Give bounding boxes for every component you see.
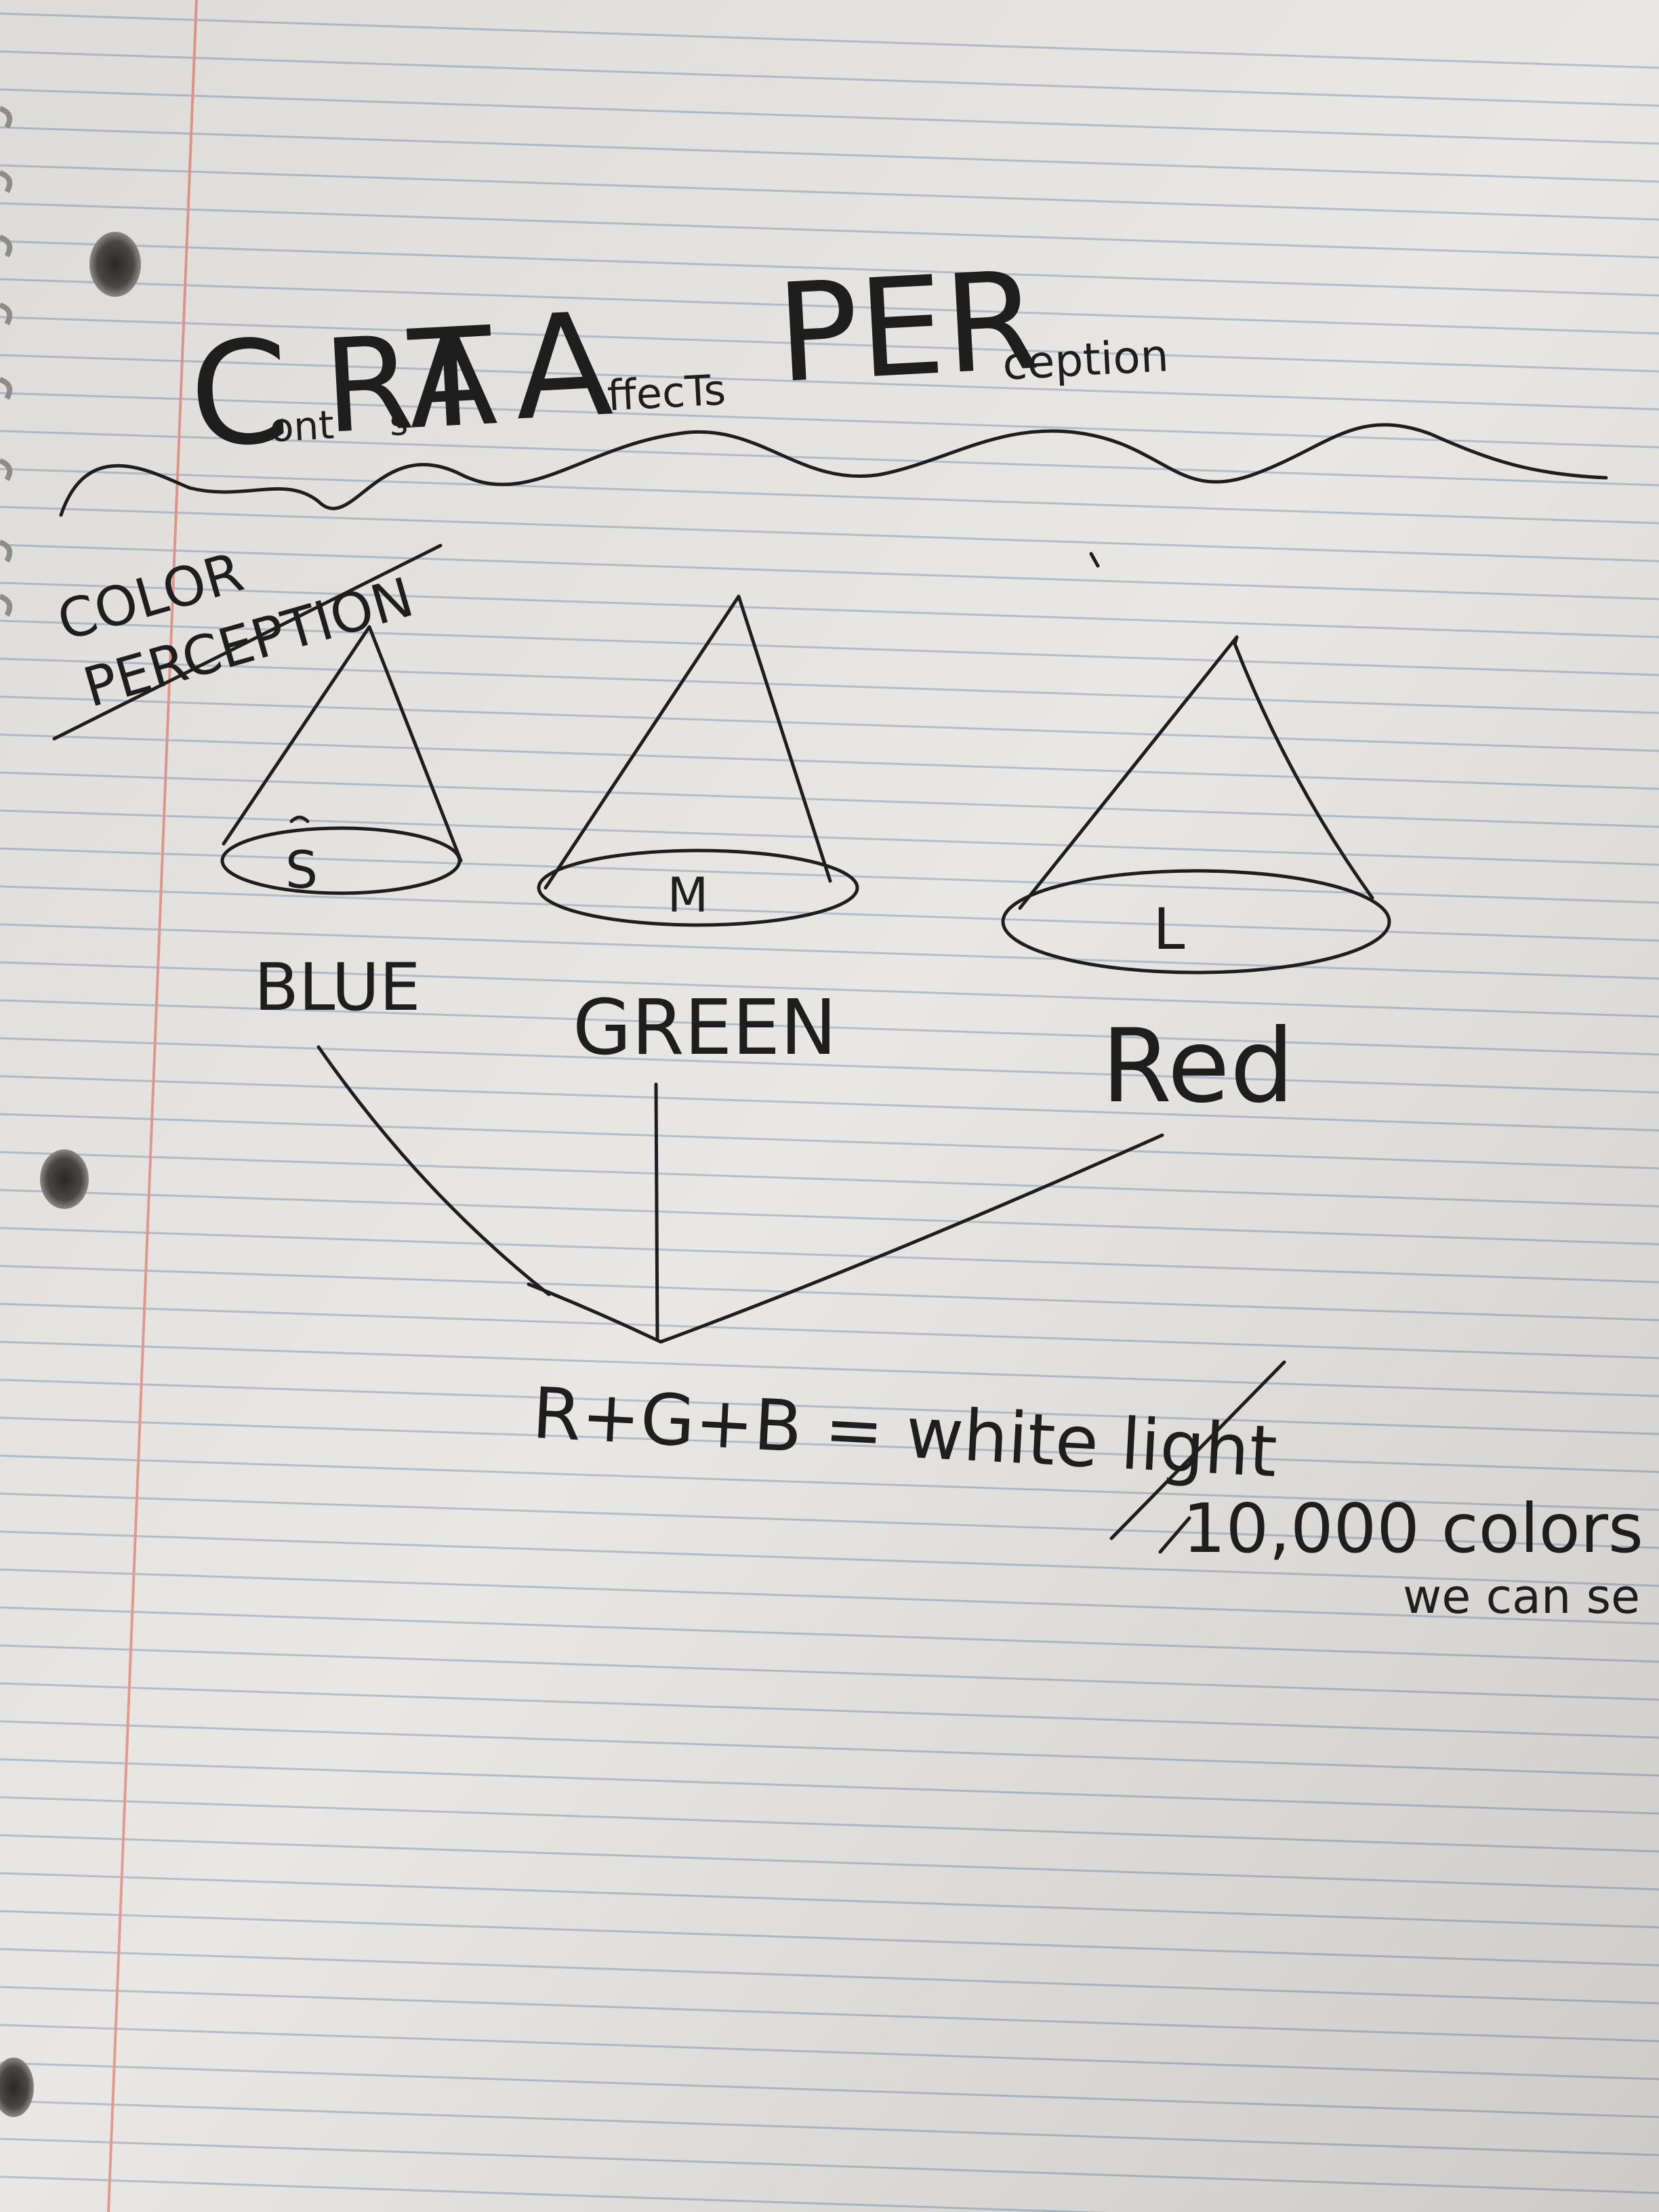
blue-line [316,1045,551,1296]
title-c: C [186,308,293,479]
title-ception: ception [1001,329,1170,390]
punch-hole [40,1149,89,1209]
cone-s-base [220,826,462,895]
cone-l-label: Red [1101,1008,1294,1126]
cone-m-outline [544,594,832,890]
title-ont: ont [268,402,335,451]
slash-separator [1109,1360,1286,1540]
ink-drawing [52,423,1608,1554]
cone-s-outline [222,625,463,863]
cone-m-base [537,848,859,927]
title-ra: RA [320,304,500,462]
slash-separator [1158,1516,1191,1554]
side-note-line1: 10,000 colors [1183,1489,1643,1568]
wavy-underline [59,423,1608,517]
cone-m-label: GREEN [573,984,837,1072]
cone-l-letter: L [1153,896,1185,962]
topic-underline [52,544,443,741]
red-line [659,1133,1164,1344]
green-line [654,1082,659,1340]
cone-l-base [1001,869,1391,975]
title-s: s [388,403,409,444]
side-note-line2: we can se [1403,1569,1640,1624]
punch-hole [89,232,141,297]
title-ffects: ffecTs [606,365,726,420]
title-a: A [510,281,615,452]
merge-curve [527,1282,663,1344]
cone-s-letter: S [285,840,318,900]
cone-m-letter: M [668,867,708,923]
punch-hole [0,2057,34,2117]
cone-l-outline [1018,635,1374,910]
cone-s-label: BLUE [254,949,420,1025]
title-per: PER [773,242,1043,413]
spiral-binding [0,106,13,617]
title-t: T [405,298,497,459]
